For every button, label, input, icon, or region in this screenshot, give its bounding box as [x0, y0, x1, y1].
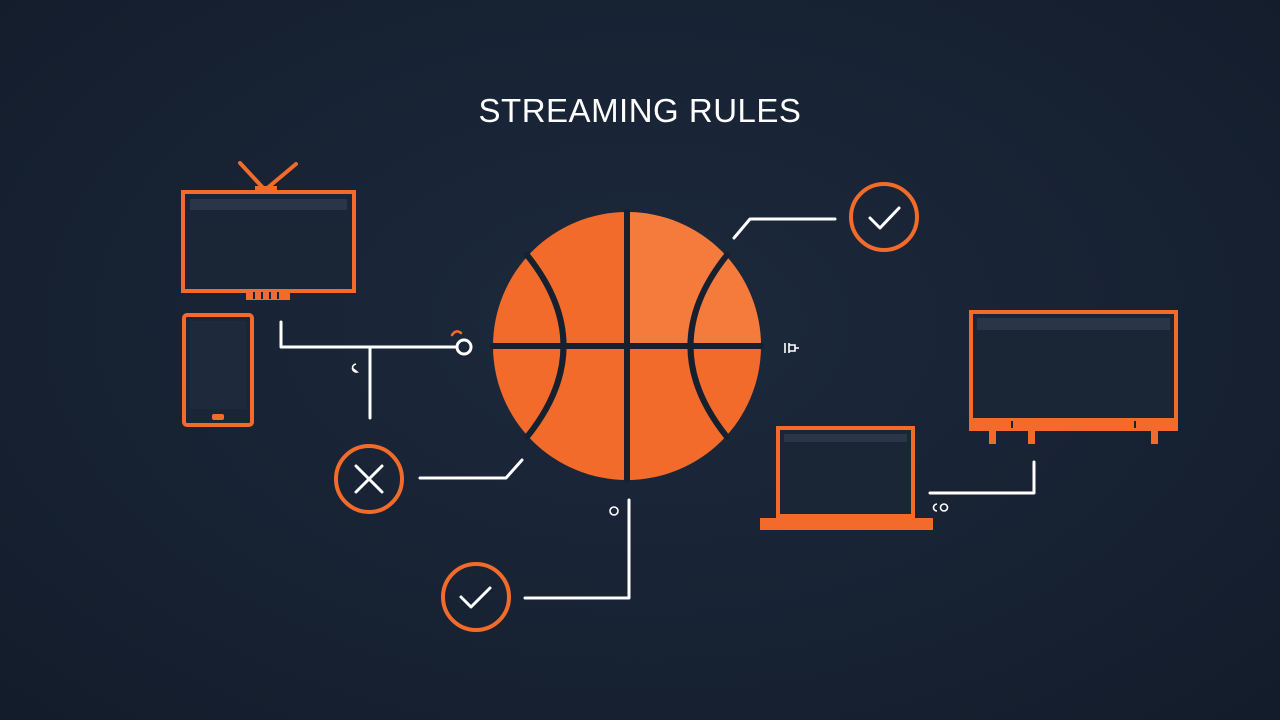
- laptop-screen-band: [784, 434, 907, 442]
- tv-antenna: [238, 161, 298, 192]
- tv-stand-vents: [253, 292, 279, 299]
- tv-stand: [246, 291, 290, 300]
- laptop-lid: [776, 426, 915, 518]
- monitor-foot-left: [989, 430, 996, 444]
- check-circle-icon: [441, 562, 511, 632]
- small-mark-right: [784, 343, 799, 353]
- monitor-foot-left-2: [1028, 430, 1035, 444]
- laptop-icon: [760, 426, 933, 530]
- x-circle-icon: [334, 444, 404, 514]
- monitor-screen-band: [977, 318, 1170, 330]
- monitor-frame: [969, 310, 1178, 431]
- tablet-home-button: [212, 414, 224, 420]
- small-mark-bottom: [609, 506, 619, 516]
- connector-lines: [279, 217, 1036, 600]
- connector-x-ball: [418, 458, 524, 480]
- laptop-base: [760, 518, 933, 530]
- monitor-foot-right: [1151, 430, 1158, 444]
- check-circle-top: [849, 182, 919, 252]
- connector-tablet-ball: [279, 320, 458, 349]
- basketball-highlight: [627, 212, 761, 346]
- connector-node-tick: [450, 330, 463, 337]
- monitor-bottom-bar: [969, 418, 1178, 430]
- connector-laptop-monitor: [928, 460, 1036, 495]
- connector-ball-check-bottom: [523, 498, 631, 600]
- check-circle-icon: [849, 182, 919, 252]
- small-marks: [351, 343, 949, 516]
- small-mark-left: [351, 363, 359, 373]
- connector-ball-check-top: [732, 217, 837, 240]
- tv-antenna-base: [255, 186, 277, 193]
- monitor-bottom-bar-slots: [1011, 421, 1136, 428]
- tablet-icon: [182, 313, 254, 427]
- small-mark-laptop: [932, 503, 949, 512]
- x-circle: [334, 444, 404, 514]
- check-circle-bottom: [441, 562, 511, 632]
- tablet-screen: [190, 321, 246, 409]
- diagram-title: STREAMING RULES: [478, 92, 802, 129]
- tv-screen-band: [190, 199, 347, 210]
- basketball-icon: [490, 209, 764, 483]
- check-mark-bottom: [459, 586, 492, 609]
- x-mark: [354, 464, 384, 494]
- monitor-icon: [969, 310, 1178, 444]
- connector-node: [455, 338, 473, 356]
- basketball-seams: [490, 209, 764, 483]
- tv-antenna-icon: [181, 161, 356, 300]
- check-mark-top: [868, 206, 901, 230]
